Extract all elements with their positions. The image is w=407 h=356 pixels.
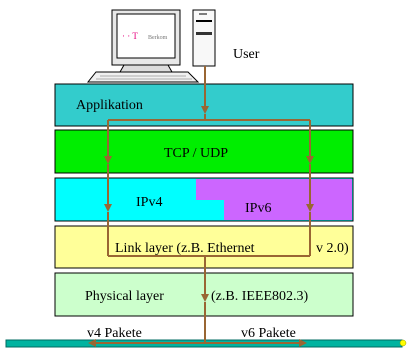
cable-terminator	[399, 339, 407, 347]
transport-layer-label: TCP / UDP	[164, 146, 228, 161]
ipv4-label: IPv4	[136, 195, 162, 210]
computer-tower	[192, 9, 216, 67]
ipv6-label: IPv6	[245, 201, 271, 216]
link-layer-label-suffix: v 2.0)	[316, 241, 349, 256]
monitor-logo-mark: · · T	[122, 31, 138, 41]
monitor-logo-text: Berkom	[148, 35, 168, 41]
transport-layer-box	[54, 129, 354, 174]
application-layer-label: Applikation	[76, 98, 143, 113]
monitor-screen	[116, 13, 176, 59]
keyboard	[86, 71, 200, 83]
physical-layer-label: Physical layer	[85, 289, 164, 304]
link-layer-label: Link layer (z.B. Ethernet	[115, 241, 255, 256]
data-flow-arrows	[88, 66, 314, 347]
physical-layer-label-suffix: (z.B. IEEE802.3)	[211, 289, 309, 304]
user-computer-icon	[86, 9, 216, 83]
v4-packets-label: v4 Pakete	[87, 326, 142, 341]
user-label: User	[233, 47, 260, 62]
v6-packets-label: v6 Pakete	[241, 326, 296, 341]
